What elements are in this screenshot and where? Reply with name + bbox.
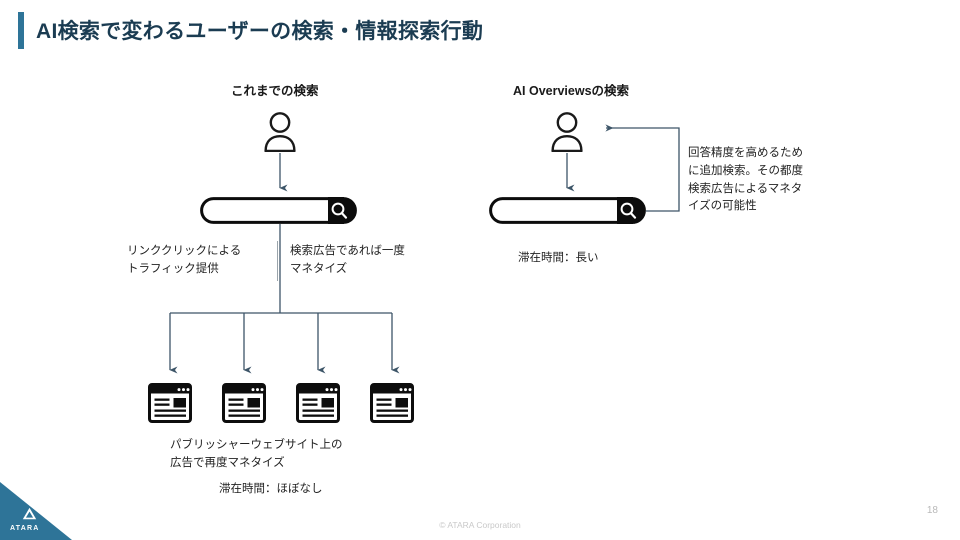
note-dwell-time-none: 滞在時間：ほぼなし [219,483,323,495]
person-icon [549,110,585,153]
website-window-icon [148,383,192,423]
website-window-icon [370,383,414,423]
note-dwell-time-long: 滞在時間：長い [518,252,599,264]
page-number: 18 [926,505,938,516]
website-window-icon [296,383,340,423]
person-icon [262,110,298,153]
note-publisher-ads: パブリッシャーウェブサイト上の 広告で再度マネタイズ [170,439,343,469]
search-bar[interactable] [200,197,357,224]
column-heading-ai-overviews-search: AI Overviewsの検索 [513,84,630,98]
atara-logo-mark [22,507,37,520]
website-window-icon [222,383,266,423]
column-heading-traditional-search: これまでの検索 [231,84,319,98]
note-additional-search-loop: 回答精度を高めるため に追加検索。その都度 検索広告によるマネタ イズの可能性 [688,147,803,213]
brand-corner-graphic [0,482,72,540]
atara-logo-text: ATARA [10,525,40,532]
note-link-click-traffic: リンククリックによる トラフィック提供 [127,245,242,275]
note-divider [277,241,278,281]
copyright-notice: © ATARA Corporation [439,520,521,530]
search-magnifier-icon [331,202,348,219]
note-ad-monetize-once: 検索広告であれば一度 マネタイズ [290,245,405,275]
title-accent-bar [18,12,24,49]
page-title: AI検索で変わるユーザーの検索・情報探索行動 [36,20,484,43]
search-bar[interactable] [489,197,646,224]
